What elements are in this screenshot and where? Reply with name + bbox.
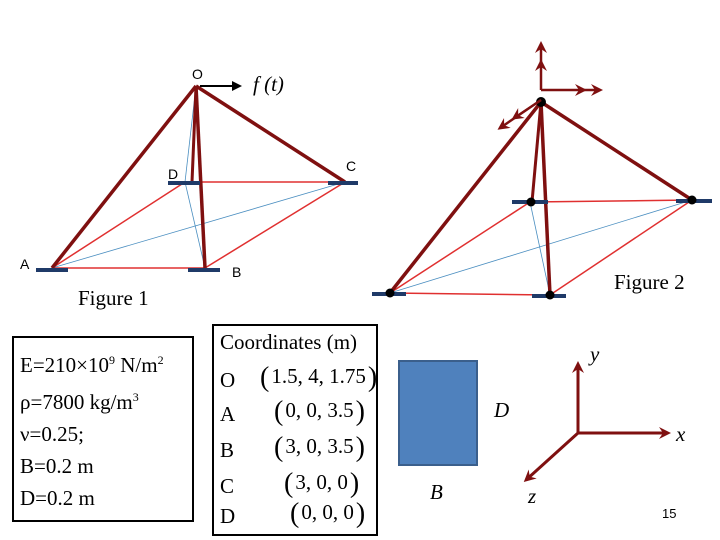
axis-y-label: y <box>590 342 600 366</box>
cross-section <box>398 360 478 466</box>
label-d: D <box>168 166 179 182</box>
figure-1 <box>36 81 358 272</box>
node2-b <box>545 290 555 300</box>
poisson-ratio: ν=0.25; <box>20 422 84 446</box>
edge2-a-b <box>389 292 551 296</box>
label-c: C <box>346 158 357 174</box>
edge-c-b <box>204 181 346 269</box>
node2-c <box>687 195 697 205</box>
section-depth-label: D <box>494 398 510 422</box>
figure-1-caption: Figure 1 <box>78 286 149 310</box>
label-b: B <box>232 264 242 280</box>
node2-d <box>526 197 536 207</box>
section-width-label: B <box>430 480 443 504</box>
coord-row-d: D0, 0, 0 <box>220 500 354 529</box>
member-o-b <box>194 85 207 269</box>
youngs-modulus: E=210×109 N/m2 <box>20 353 164 377</box>
coord-row-a: A0, 0, 3.5 <box>220 398 354 427</box>
axis-z-label: z <box>528 484 537 508</box>
coord-row-b: B3, 0, 3.5 <box>220 434 354 463</box>
member2-o-a <box>388 100 543 295</box>
member2-o-c <box>540 100 693 202</box>
dof-arrow-z2 <box>511 99 542 120</box>
section-width: B=0.2 m <box>20 454 94 478</box>
edge2-a-d <box>389 201 531 294</box>
member-o-c <box>195 84 346 184</box>
member-o-d <box>190 85 198 183</box>
figure-2-caption: Figure 2 <box>614 270 685 294</box>
coordinate-axes <box>523 361 671 483</box>
label-a: A <box>20 256 30 272</box>
edge2-c-b <box>549 199 693 296</box>
diag-d-b <box>184 181 206 269</box>
diag-a-c <box>51 181 346 269</box>
node2-a <box>385 288 395 298</box>
figure-2 <box>372 41 712 300</box>
member2-o-d <box>530 101 543 203</box>
coordinates-table: Coordinates (m) O1.5, 4, 1.75 A0, 0, 3.5… <box>212 324 378 536</box>
edge-a-d <box>51 181 186 269</box>
axis-x-label: x <box>676 422 686 446</box>
density: ρ=7800 kg/m3 <box>20 390 139 414</box>
label-o: O <box>192 66 203 82</box>
force-label: f (t) <box>253 72 284 96</box>
node2-o <box>536 97 546 107</box>
diag2-a-c <box>389 199 693 294</box>
member2-o-b <box>539 101 552 296</box>
coordinates-title: Coordinates (m) <box>220 330 358 354</box>
coord-row-o: O1.5, 4, 1.75 <box>220 364 366 393</box>
section-depth: D=0.2 m <box>20 486 95 510</box>
coord-row-c: C3, 0, 0 <box>220 470 348 499</box>
member-o-a <box>50 84 198 270</box>
axis-z-arrow <box>523 431 580 483</box>
edge2-d-c <box>529 199 693 203</box>
diag2-d-b <box>529 201 551 296</box>
material-properties: E=210×109 N/m2 ρ=7800 kg/m3 ν=0.25; B=0.… <box>12 336 194 522</box>
page-number: 15 <box>662 506 677 521</box>
